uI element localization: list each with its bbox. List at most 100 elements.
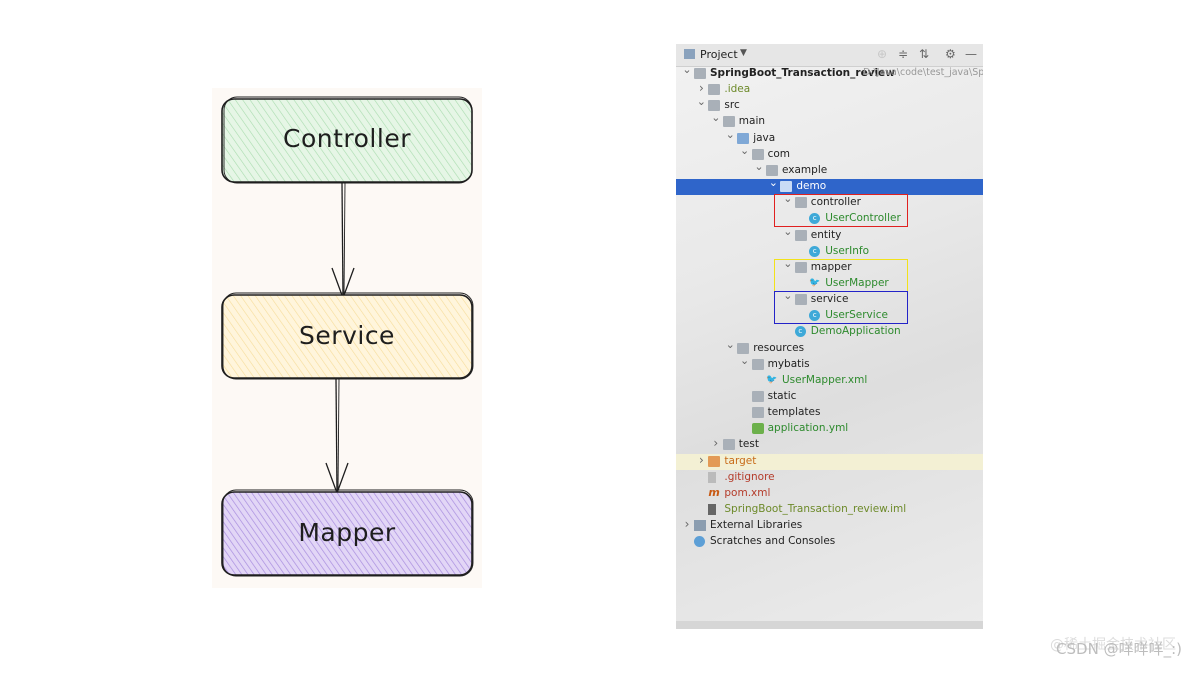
java-class-icon: c — [809, 213, 821, 225]
chevron-right-icon[interactable]: › — [684, 517, 690, 532]
chevron-down-icon[interactable]: ⌄ — [739, 353, 750, 367]
tree-node-label: UserController — [825, 212, 901, 225]
service-node: Service — [221, 292, 474, 380]
chevron-down-icon[interactable]: ⌄ — [739, 143, 750, 157]
mybatis-icon: 🐦 — [766, 374, 778, 385]
tree-node-mybatis[interactable]: ⌄mybatis — [676, 353, 983, 373]
tree-node-label: application.yml — [767, 422, 849, 435]
tree-node-label: com — [767, 147, 791, 160]
tree-node-service[interactable]: ⌄service — [676, 289, 983, 308]
java-class-icon: c — [794, 326, 806, 338]
tree-node-main[interactable]: ⌄ main — [676, 111, 983, 130]
controller-label: Controller — [283, 124, 411, 153]
folder-icon — [708, 455, 721, 467]
tree-node-label: Scratches and Consoles — [710, 535, 836, 548]
project-path: D:\Java\code\test_java\Spr — [863, 67, 983, 78]
tree-node-example[interactable]: ⌄ example — [676, 159, 983, 179]
tree-node-label: UserMapper — [825, 276, 889, 289]
tree-node-label: mapper — [810, 260, 852, 273]
tree-node-usermapper-xml[interactable]: 🐦UserMapper.xml — [676, 373, 983, 389]
chevron-down-icon[interactable]: ⌄ — [696, 95, 706, 109]
folder-icon — [794, 197, 807, 209]
watermark-juejin: @稀土掘金技术社区 — [1050, 637, 1176, 653]
chevron-down-icon[interactable]: ▼ — [740, 48, 747, 58]
chevron-down-icon[interactable]: ⌄ — [783, 289, 793, 303]
tree-node-target[interactable]: › target — [676, 452, 983, 470]
service-highlight-box — [773, 291, 908, 325]
chevron-right-icon[interactable]: › — [698, 81, 704, 96]
tree-node-label: src — [724, 99, 740, 112]
project-tool-window: Project ▼ ⊕ ≑ ⇅ ⚙ — ⌄ SpringBoot_Transact… — [676, 44, 983, 629]
tree-node-usermapper[interactable]: 🐦UserMapper — [676, 276, 983, 292]
tree-node-label: java — [753, 131, 776, 144]
tree-node-static[interactable]: static — [676, 389, 983, 405]
gear-icon[interactable]: ⚙ — [945, 47, 956, 61]
tree-node-entity[interactable]: ⌄entity — [676, 224, 983, 244]
tree-node-java[interactable]: ⌄ java — [676, 127, 983, 147]
tree-node-label: example — [782, 163, 828, 176]
horizontal-scrollbar[interactable] — [676, 621, 983, 629]
folder-icon — [751, 391, 764, 402]
tree-node-label: UserService — [825, 309, 888, 322]
tree-node-test[interactable]: › test — [676, 436, 983, 453]
chevron-right-icon[interactable]: › — [698, 452, 704, 467]
tree-node-external-libraries[interactable]: ›External Libraries — [676, 517, 983, 534]
java-class-icon: c — [809, 245, 821, 257]
expand-all-icon[interactable]: ≑ — [898, 47, 909, 61]
tree-node-idea[interactable]: › .idea — [676, 81, 983, 98]
tree-node-mapper[interactable]: ⌄ mapper — [676, 256, 983, 276]
tree-node-label: main — [738, 115, 766, 128]
tree-node-demo[interactable]: ⌄demo — [676, 176, 983, 196]
chevron-down-icon[interactable]: ⌄ — [682, 63, 692, 76]
folder-icon — [794, 229, 807, 241]
folder-icon — [794, 261, 807, 273]
tree-node-label: controller — [810, 196, 861, 209]
tree-node-resources[interactable]: ⌄ resources — [676, 337, 983, 357]
tree-node-label: .idea — [724, 83, 751, 96]
layer-diagram: Controller Service Mapper — [212, 88, 482, 588]
project-view-title[interactable]: Project — [700, 48, 738, 61]
tree-node-templates[interactable]: templates — [676, 405, 983, 421]
tree-node-scratches-and-consoles[interactable]: Scratches and Consoles — [676, 534, 983, 550]
tree-node-gitignore[interactable]: .gitignore — [676, 470, 983, 486]
folder-icon — [694, 68, 706, 79]
chevron-down-icon[interactable]: ⌄ — [783, 192, 793, 206]
tree-node-label: resources — [753, 341, 805, 354]
tree-node-label: test — [738, 438, 759, 451]
yml-file-icon — [751, 423, 764, 435]
tree-node-label: target — [724, 454, 757, 467]
tree-node-controller[interactable]: ⌄ controller — [676, 192, 983, 211]
folder-icon — [708, 100, 721, 112]
chevron-down-icon[interactable]: ⌄ — [783, 224, 793, 238]
tree-node-springboot-transaction-review-iml[interactable]: SpringBoot_Transaction_review.iml — [676, 502, 983, 518]
folder-icon — [751, 407, 764, 419]
mapper-label: Mapper — [298, 518, 396, 547]
chevron-down-icon[interactable]: ⌄ — [725, 127, 735, 141]
tree-node-label: DemoApplication — [810, 325, 901, 338]
locate-icon[interactable]: ⊕ — [877, 47, 888, 61]
chevron-down-icon[interactable]: ⌄ — [768, 176, 778, 190]
arrow-service-to-mapper — [325, 378, 349, 495]
tree-node-src[interactable]: ⌄ src — [676, 95, 983, 114]
tree-node-com[interactable]: ⌄ com — [676, 143, 983, 163]
chevron-down-icon[interactable]: ⌄ — [754, 159, 764, 173]
tree-node-application-yml[interactable]: application.yml — [676, 421, 983, 437]
diagram-canvas: Controller Service Mapper — [221, 96, 474, 577]
tree-node-demoapplication[interactable]: c DemoApplication — [676, 324, 983, 340]
tree-node-label: SpringBoot_Transaction_review — [710, 67, 895, 79]
minimize-icon[interactable]: — — [965, 47, 977, 61]
project-icon — [684, 49, 695, 59]
chevron-down-icon[interactable]: ⌄ — [783, 256, 793, 270]
folder-icon — [722, 439, 735, 451]
chevron-right-icon[interactable]: › — [713, 436, 719, 451]
collapse-all-icon[interactable]: ⇅ — [919, 47, 930, 61]
chevron-down-icon[interactable]: ⌄ — [711, 111, 721, 125]
maven-file-icon: m — [708, 485, 720, 499]
mapper-node: Mapper — [221, 489, 474, 577]
chevron-down-icon[interactable]: ⌄ — [725, 337, 735, 351]
tree-node-usercontroller[interactable]: c UserController — [676, 211, 983, 227]
